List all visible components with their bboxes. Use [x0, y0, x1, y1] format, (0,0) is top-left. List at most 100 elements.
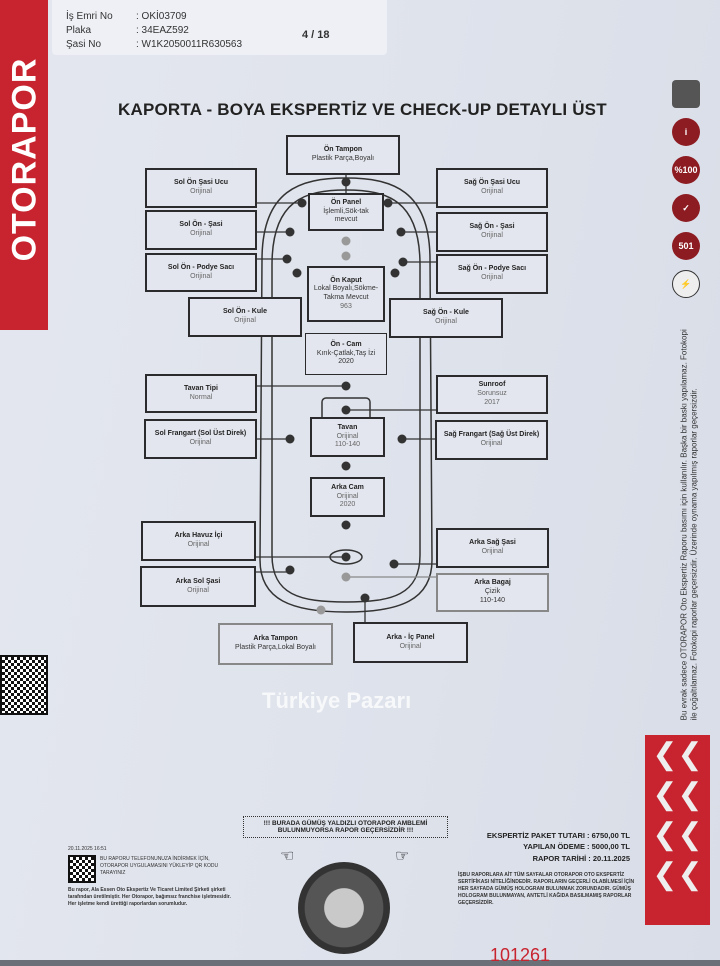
- part-name: Tavan Tipi: [184, 384, 218, 392]
- part-name: Sol Ön - Şasi: [179, 221, 223, 229]
- pointing-hand-icon: ☞: [395, 848, 410, 865]
- part-thickness: 110-140: [334, 441, 361, 449]
- work-order-row: İş Emri No: OKİ03709: [66, 11, 187, 22]
- part-name: Ön Panel: [330, 198, 362, 206]
- part-status: Orijinal: [336, 492, 359, 500]
- part-status: Plastik Parça,Boyalı: [311, 155, 375, 162]
- part-name: Arka - İç Panel: [386, 633, 435, 641]
- part-status: Sorunsuz: [477, 390, 507, 398]
- page-title: KAPORTA - BOYA EKSPERTİZ VE CHECK-UP DET…: [118, 100, 607, 119]
- part-year: 2020: [339, 501, 356, 509]
- part-status: Orijinal: [435, 318, 457, 325]
- part-sag-frangart: Sağ Frangart (Sağ Üst Direk)Orijinal: [435, 420, 548, 460]
- certification-badges: i %100 ✓ 501 ⚡: [668, 80, 704, 308]
- hologram-note: İŞBU RAPORLARA AİT TÜM SAYFALAR OTORAPOR…: [458, 872, 635, 906]
- part-sol-frangart: Sol Frangart (Sol Üst Direk)Orijinal: [144, 419, 257, 459]
- part-status: Orijinal: [481, 274, 503, 281]
- label: EKSPERTİZ PAKET TUTARI :: [486, 831, 590, 840]
- footer-note: Bu rapor, Ala Essen Oto Ekspertiz Ve Tic…: [68, 887, 231, 907]
- part-status: Orijinal: [480, 440, 503, 447]
- label: Şasi No: [66, 39, 102, 50]
- part-name: Sağ Ön Şasi Ucu: [463, 179, 521, 187]
- part-name: Sağ Ön - Kule: [423, 309, 469, 317]
- part-name: Sol Ön - Podye Sacı: [167, 263, 235, 271]
- part-status: Kırık-Çatlak,Taş İzi: [316, 349, 376, 357]
- part-name: Sağ Frangart (Sağ Üst Direk): [443, 431, 540, 439]
- badge-lightning-icon: ⚡: [672, 270, 700, 298]
- badge-info-icon: i: [672, 118, 700, 146]
- chevron-icon: ❮❮: [652, 858, 703, 891]
- part-status: İşlemli,Sök-tak mevcut: [323, 207, 369, 224]
- label: Plaka: [66, 25, 92, 36]
- pointing-hand-icon: ☜: [280, 848, 295, 865]
- part-status: Orijinal: [234, 317, 256, 324]
- part-name: Arka Cam: [331, 483, 364, 491]
- part-name: Tavan: [337, 423, 358, 431]
- part-status: Orijinal: [399, 642, 422, 650]
- watermark: Türkiye Pazarı: [262, 688, 412, 713]
- part-thickness: 963: [340, 302, 352, 310]
- chevron-icon: ❮❮: [652, 778, 703, 811]
- part-name: Arka Havuz İçi: [174, 532, 223, 540]
- part-name: Arka Sol Şasi: [175, 577, 221, 585]
- part-name: Sağ Ön - Podye Sacı: [457, 265, 527, 273]
- hologram-warning: !!! BURADA GÜMÜŞ YALDIZLI OTORAPOR AMBLE…: [243, 816, 448, 838]
- part-status: Plastik Parça,Lokal Boyalı: [235, 644, 316, 651]
- plate-row: Plaka: 34EAZ592: [66, 25, 189, 36]
- serial-number: 101261: [490, 945, 551, 965]
- part-year: 2017: [484, 398, 500, 406]
- fee-summary: EKSPERTİZ PAKET TUTARI : 6750,00 TL YAPI…: [460, 830, 630, 864]
- value: : OKİ03709: [136, 11, 187, 22]
- part-name: Sol Frangart (Sol Üst Direk): [154, 430, 247, 438]
- part-name: Arka Tampon: [253, 635, 298, 643]
- side-disclaimer: Bu evrak sadece OTORAPOR Oto Ekspertiz R…: [679, 329, 699, 721]
- part-status: Orijinal: [187, 541, 210, 548]
- chassis-row: Şasi No: W1K2050011R630563: [66, 39, 242, 50]
- badge-501-icon: 501: [672, 232, 700, 260]
- qr-code[interactable]: [68, 855, 96, 883]
- timestamp: 20.11.2025 16:51: [68, 846, 107, 852]
- part-name: Sol Ön - Kule: [223, 308, 267, 316]
- package-fee-row: EKSPERTİZ PAKET TUTARI : 6750,00 TL: [460, 830, 630, 841]
- value: 20.11.2025: [592, 853, 630, 863]
- part-status: Orijinal: [189, 439, 212, 446]
- part-status: Orijinal: [336, 432, 359, 440]
- part-status: Orijinal: [481, 548, 504, 555]
- part-status: Orijinal: [481, 188, 503, 195]
- part-status: Lokal Boyalı,Sökme-Takma Mevcut: [313, 285, 379, 301]
- part-name: Sunroof: [478, 381, 506, 389]
- part-name: Sol Ön Şasi Ucu: [173, 179, 229, 187]
- chevron-icon: ❮❮: [652, 818, 703, 851]
- side-qr-code: [0, 655, 48, 715]
- part-status: Orijinal: [190, 272, 212, 280]
- value: 6750,00 TL: [591, 831, 630, 840]
- part-thickness: 110-140: [479, 596, 506, 604]
- report-date-row: RAPOR TARİHİ : 20.11.2025: [460, 853, 630, 864]
- part-status: Çizik: [484, 588, 501, 596]
- badge-percent-icon: %100: [672, 156, 700, 184]
- part-year: 2020: [338, 358, 354, 366]
- part-status: Normal: [189, 393, 213, 401]
